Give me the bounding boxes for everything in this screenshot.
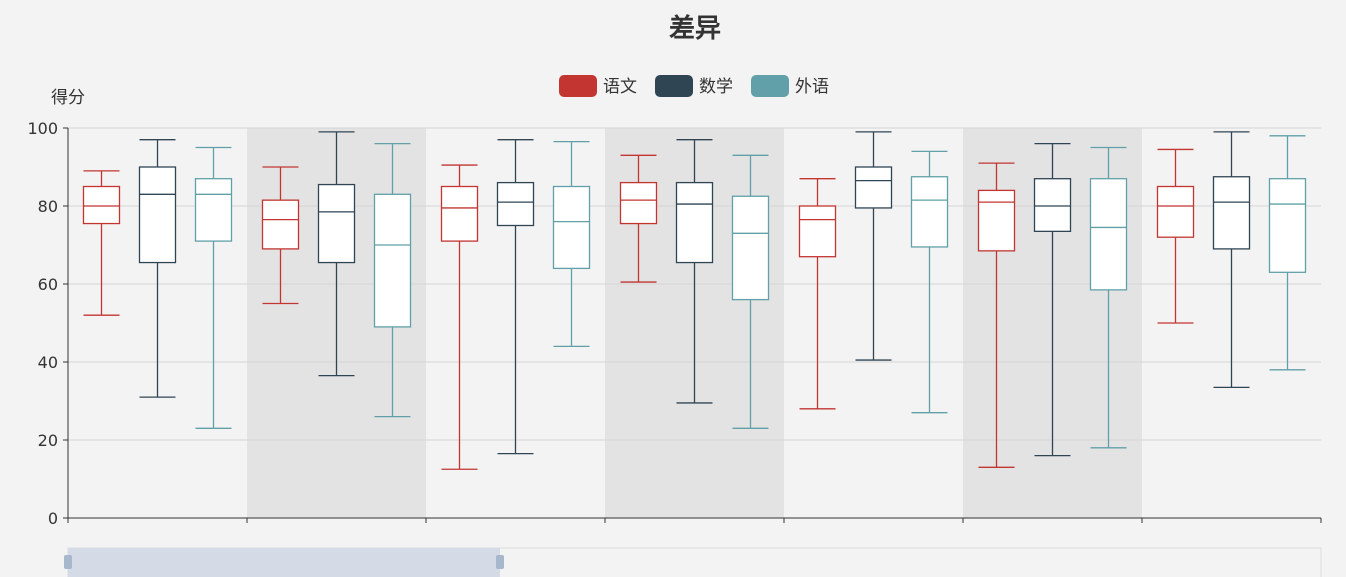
- box-body: [854, 166, 893, 209]
- box-body: [1089, 178, 1128, 291]
- legend-item: 语文: [559, 75, 637, 97]
- y-tick-label: 0: [48, 509, 58, 528]
- box: [1212, 131, 1251, 389]
- box-body: [194, 178, 233, 242]
- box-body: [1033, 178, 1072, 232]
- legend-item: 外语: [751, 75, 829, 97]
- box-body: [440, 185, 479, 242]
- slider-handle-left[interactable]: [64, 555, 72, 569]
- box: [854, 131, 893, 361]
- box-body: [675, 181, 714, 264]
- legend-label: 外语: [795, 77, 829, 97]
- box: [317, 131, 356, 377]
- box: [440, 164, 479, 470]
- box: [675, 139, 714, 404]
- box-body: [910, 176, 949, 248]
- legend-swatch: [655, 75, 693, 97]
- box: [910, 150, 949, 414]
- box: [194, 146, 233, 429]
- box: [798, 178, 837, 410]
- box-body: [496, 181, 535, 227]
- box: [261, 166, 300, 305]
- box: [138, 139, 177, 398]
- box: [619, 154, 658, 283]
- slider-handle-right[interactable]: [496, 555, 504, 569]
- box-body: [317, 183, 356, 264]
- series-3: [194, 135, 1307, 449]
- box-body: [138, 166, 177, 264]
- box: [1089, 146, 1128, 449]
- legend-label: 数学: [699, 77, 733, 97]
- legend-swatch: [751, 75, 789, 97]
- data-zoom-slider[interactable]: [64, 547, 1322, 577]
- series-1: [82, 148, 1195, 470]
- y-tick-label: 20: [38, 431, 58, 450]
- y-tick-label: 100: [27, 119, 58, 138]
- legend: 语文 数学 外语: [559, 75, 829, 97]
- box-body: [1156, 185, 1195, 238]
- box-body: [731, 195, 770, 301]
- box: [1033, 142, 1072, 457]
- y-tick-label: 40: [38, 353, 58, 372]
- box: [1156, 148, 1195, 324]
- box: [1268, 135, 1307, 371]
- box-body: [1268, 178, 1307, 273]
- box: [496, 139, 535, 455]
- box-body: [552, 185, 591, 270]
- y-tick-label: 60: [38, 275, 58, 294]
- series-2: [138, 131, 1251, 457]
- box: [552, 140, 591, 348]
- box-body: [619, 181, 658, 225]
- box-body: [977, 189, 1016, 252]
- box-body: [82, 185, 121, 225]
- y-tick-label: 80: [38, 197, 58, 216]
- box: [977, 162, 1016, 468]
- plot-area: [82, 131, 1307, 470]
- box: [373, 142, 412, 418]
- box-body: [798, 205, 837, 258]
- y-axis-label: 得分: [51, 88, 85, 108]
- box: [731, 154, 770, 429]
- axes: 0 20 40 60 80 100: [27, 119, 1322, 528]
- box-body: [1212, 176, 1251, 250]
- legend-swatch: [559, 75, 597, 97]
- legend-item: 数学: [655, 75, 733, 97]
- box-body: [373, 193, 412, 328]
- box: [82, 170, 121, 316]
- slider-selected-range[interactable]: [68, 548, 500, 577]
- chart-title: 差异: [669, 13, 721, 44]
- box-body: [261, 199, 300, 250]
- legend-label: 语文: [603, 77, 637, 97]
